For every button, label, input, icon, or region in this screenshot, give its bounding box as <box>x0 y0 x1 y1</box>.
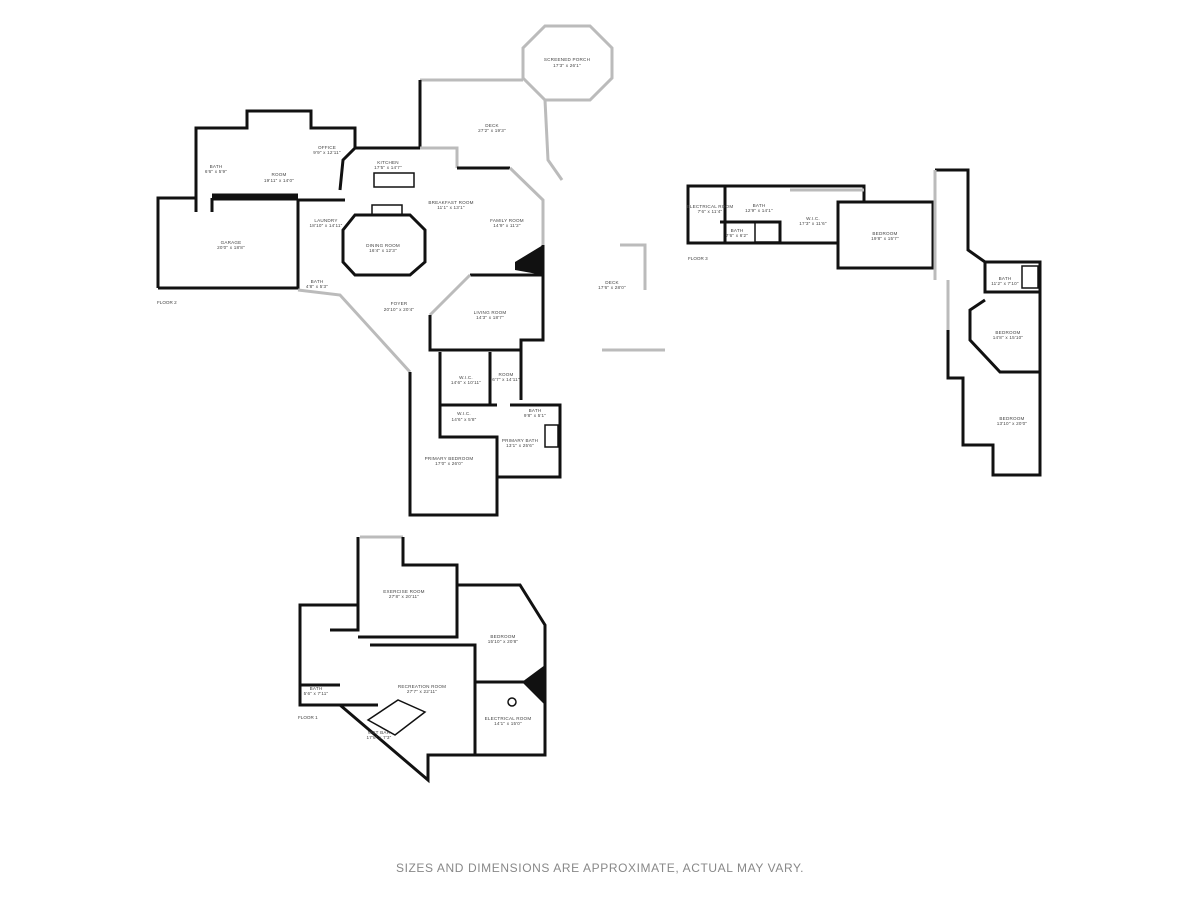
room-dims: 17'6" x 7'3" <box>366 735 391 740</box>
room-dims: 14'8" x 15'10" <box>993 335 1024 340</box>
room-name: BATH <box>311 279 324 284</box>
room-dims: 6'7" x 14'11" <box>492 377 520 382</box>
room-name: LIVING ROOM <box>474 310 507 315</box>
bedroom-walls <box>836 200 935 270</box>
room-name: FAMILY ROOM <box>490 218 524 223</box>
room-dims: 9'8" x 5'1" <box>524 413 546 418</box>
room-name: GARAGE <box>221 240 242 245</box>
room-name: BEDROOM <box>995 330 1020 335</box>
room-dims: 14'6" x 10'11" <box>451 380 481 385</box>
room-name: BREAKFAST ROOM <box>428 200 473 205</box>
floor-label: FLOOR 1 <box>298 715 318 720</box>
room-name: BEDROOM <box>490 634 515 639</box>
room-name: OFFICE <box>318 145 336 150</box>
room-name: SCREENED PORCH <box>544 57 590 62</box>
room-name: PRIMARY BATH <box>502 438 538 443</box>
room-name: W.I.C. <box>457 411 471 416</box>
room-name: BEDROOM <box>999 416 1024 421</box>
room-dims: 14'6" x 5'8" <box>451 417 476 422</box>
room-dims: 11'2" x 7'10" <box>991 281 1019 286</box>
room-dims: 19'8" x 15'7" <box>871 236 899 241</box>
room-dims: 17'0" x 26'0" <box>435 461 463 466</box>
floor-1-walls <box>298 535 547 784</box>
room-dims: 5'6" x 7'11" <box>304 691 329 696</box>
room-dims: 20'10" x 20'4" <box>384 307 415 312</box>
room-dims: 27'8" x 20'11" <box>389 594 419 599</box>
room-name: W.I.C. <box>459 375 473 380</box>
room-dims: 7'6" x 11'4" <box>698 209 723 214</box>
shower <box>1021 265 1039 289</box>
room-dims: 15'10" x 20'8" <box>488 639 519 644</box>
room-name: BATH <box>210 164 223 169</box>
room-dims: 17'3" x 26'1" <box>553 63 581 68</box>
room-dims: 14'9" x 11'2" <box>493 223 521 228</box>
room-dims: 17'3" x 11'6" <box>799 221 827 226</box>
room-name: LAUNDRY <box>314 218 337 223</box>
room-dims: 6'6" x 5'9" <box>205 169 227 174</box>
room-dims: 7'6" x 6'2" <box>726 233 748 238</box>
room-name: ROOM <box>498 372 513 377</box>
floor-label: FLOOR 2 <box>157 300 177 305</box>
dining-room-walls <box>341 213 427 277</box>
floor-2-walls <box>156 24 665 517</box>
floor-3-walls <box>686 168 1042 477</box>
room-dims: 9'9" x 12'11" <box>313 150 341 155</box>
room-dims: 17'5" x 14'7" <box>374 165 402 170</box>
room-dims: 11'1" x 13'1" <box>437 205 465 210</box>
kitchen-island <box>373 172 415 188</box>
room-name: BEDROOM <box>872 231 897 236</box>
room-dims: 14'1" x 15'0" <box>494 721 522 726</box>
room-name: ROOM <box>271 172 286 177</box>
room-dims: 27'2" x 19'3" <box>478 128 506 133</box>
chimney <box>522 665 545 705</box>
wet-bar-counter <box>366 699 427 736</box>
room-name: BATH <box>753 203 766 208</box>
room-name: ELECTRICAL ROOM <box>687 204 734 209</box>
room-dims: 13'1" x 25'6" <box>506 443 534 448</box>
room-dims: 16'4" x 12'3" <box>369 248 397 253</box>
room-name: PRIMARY BEDROOM <box>425 456 474 461</box>
shower <box>544 424 559 448</box>
room-dims: 14'3" x 18'7" <box>476 315 504 320</box>
room-name: BATH <box>529 408 542 413</box>
disclaimer: SIZES AND DIMENSIONS ARE APPROXIMATE, AC… <box>395 861 805 875</box>
room-name: WET BAR <box>368 730 391 735</box>
room-dims: 19'11" x 14'0" <box>264 178 294 183</box>
room-name: DECK <box>485 123 499 128</box>
room-name: KITCHEN <box>377 160 399 165</box>
room-dims: 18'10" x 14'11" <box>310 223 343 228</box>
room-name: ELECTRICAL ROOM <box>485 716 532 721</box>
room-dims: 12'9" x 14'1" <box>745 208 773 213</box>
room-dims: 27'7" x 22'11" <box>407 689 437 694</box>
room-dims: 17'6" x 28'0" <box>598 285 626 290</box>
room-name: BATH <box>999 276 1012 281</box>
shower <box>754 221 781 243</box>
room-name: W.I.C. <box>806 216 820 221</box>
floor-label: FLOOR 3 <box>688 256 708 261</box>
room-name: BATH <box>731 228 744 233</box>
screened-porch-walls <box>521 24 614 102</box>
fireplace <box>515 245 543 275</box>
room-dims: 20'0" x 18'8" <box>217 245 245 250</box>
room-name: DINING ROOM <box>366 243 400 248</box>
room-dims: 13'10" x 20'0" <box>997 421 1028 426</box>
room-name: BATH <box>310 686 323 691</box>
room-name: DECK <box>605 280 619 285</box>
room-name: FOYER <box>391 301 408 306</box>
room-dims: 4'8" x 5'3" <box>306 284 328 289</box>
room-name: EXERCISE ROOM <box>383 589 424 594</box>
room-name: RECREATION ROOM <box>398 684 446 689</box>
